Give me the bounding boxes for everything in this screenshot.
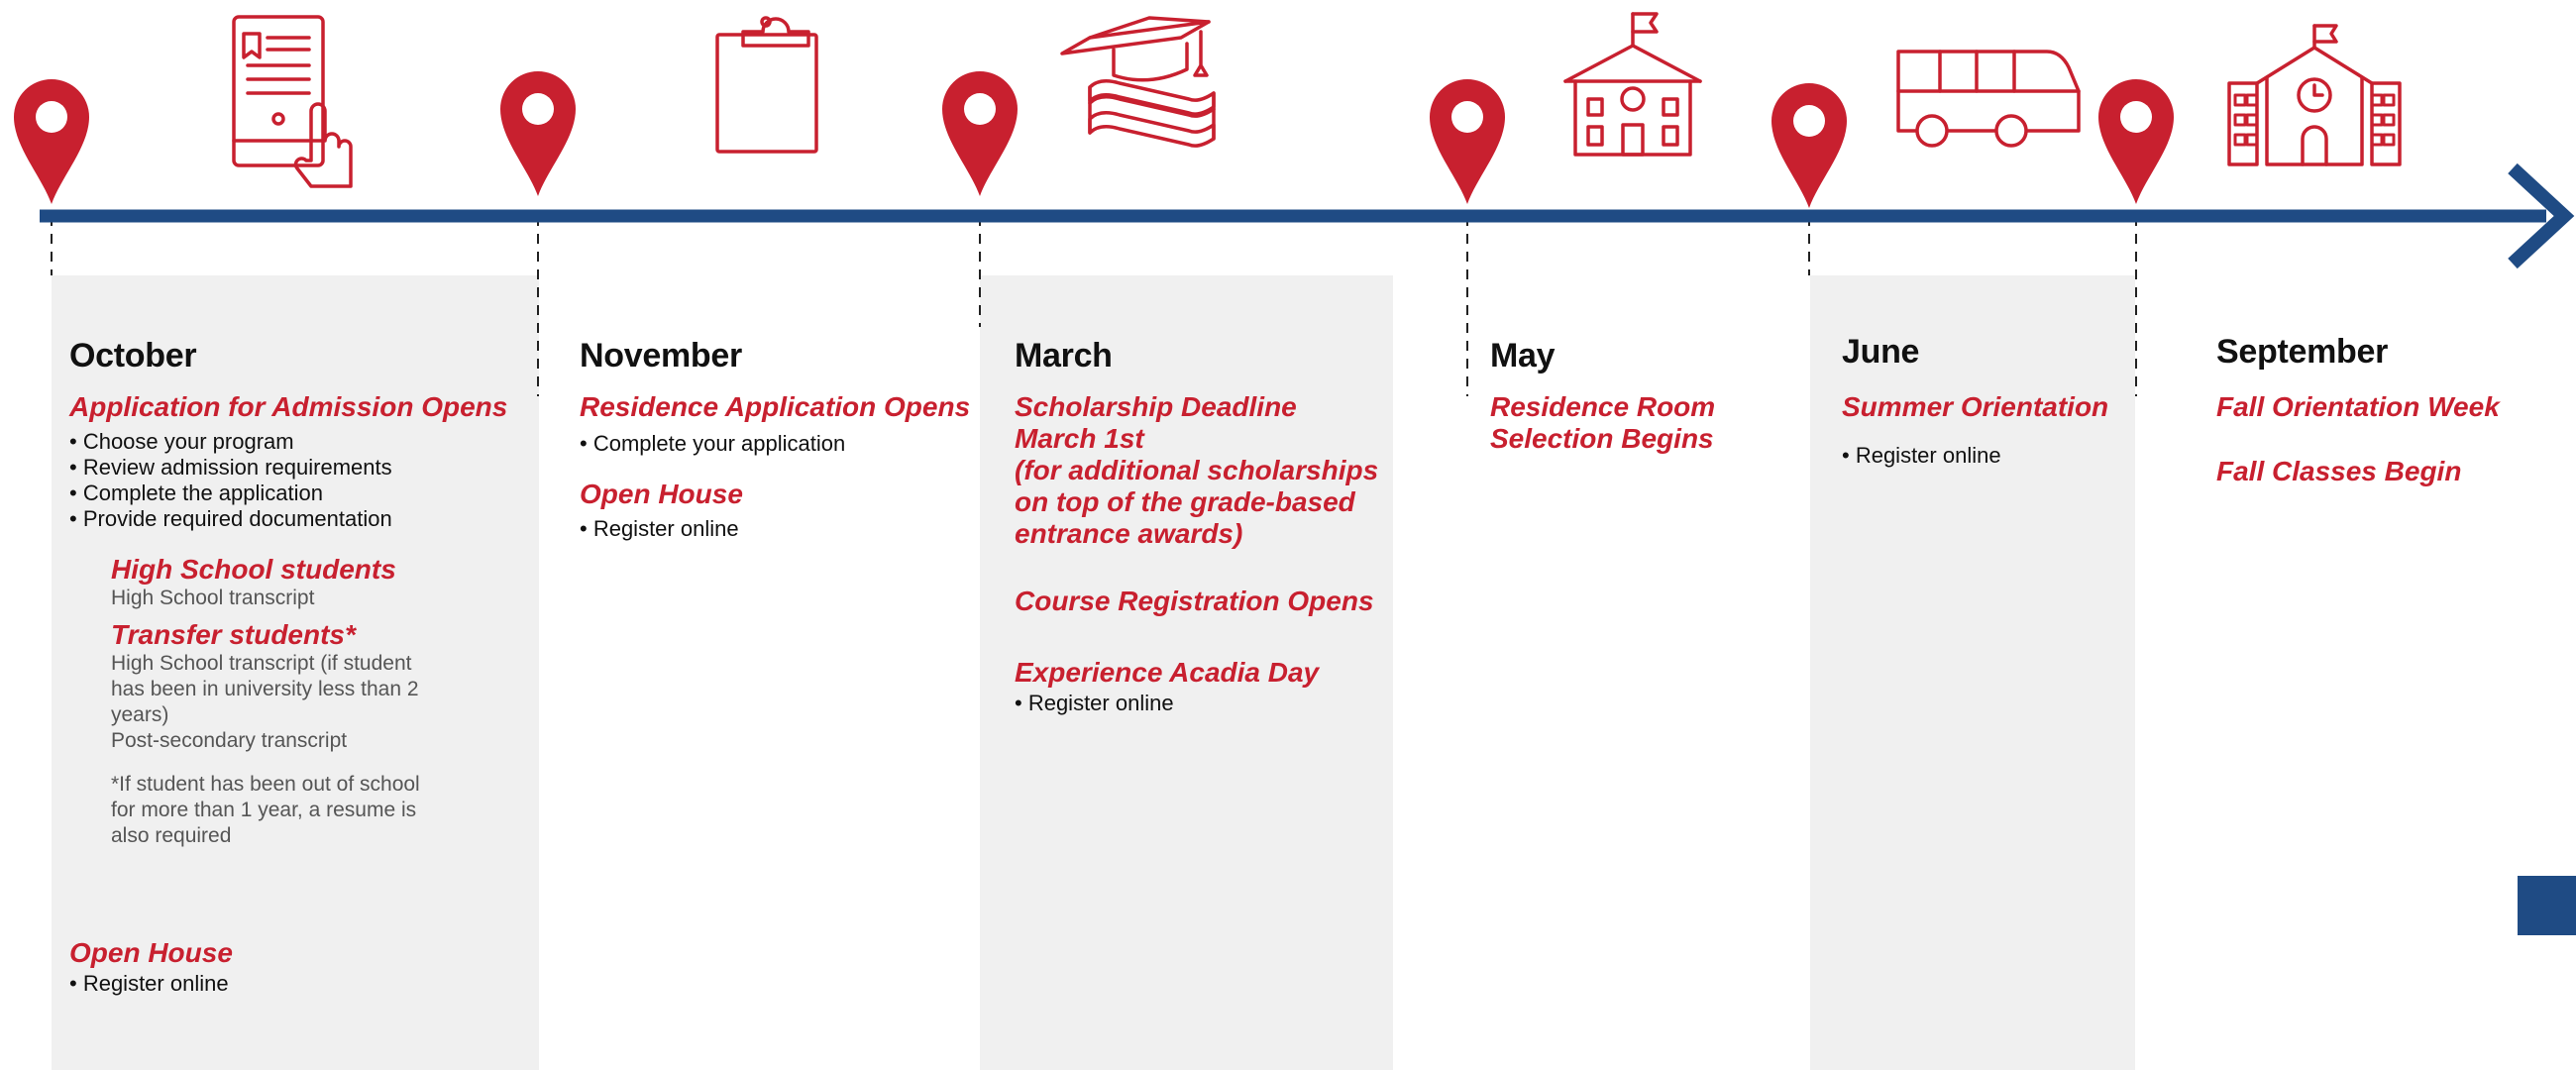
month-heading: June xyxy=(1842,333,1920,371)
high-school-text: High School transcript xyxy=(111,587,315,609)
event-title: Residence Application Opens xyxy=(580,391,971,422)
event-title: Application for Admission Opens xyxy=(69,391,508,422)
event-title: Fall Classes Begin xyxy=(2216,456,2462,486)
october-column: October Application for Admission Opens … xyxy=(69,337,535,849)
list-item: Choose your program xyxy=(69,429,535,455)
october-pin-icon xyxy=(14,79,89,204)
september-column: September Fall Orientation Week Fall Cla… xyxy=(2216,333,2553,487)
school-clock-icon xyxy=(2227,24,2402,166)
month-heading: May xyxy=(1490,337,1556,374)
october-panel xyxy=(52,275,539,1070)
event-title-line: Scholarship Deadline xyxy=(1015,391,1297,422)
march-panel xyxy=(980,275,1393,1070)
bullet-list: Choose your program Review admission req… xyxy=(69,429,535,532)
bus-icon xyxy=(1896,50,2081,148)
timeline-arrowhead xyxy=(2508,162,2575,269)
event-title-line: Residence Room xyxy=(1490,391,1716,422)
event-title: Fall Orientation Week xyxy=(2216,391,2500,422)
event-title-line: March 1st xyxy=(1015,423,1144,454)
list-item: Complete your application xyxy=(580,431,976,457)
event-title-line: Selection Begins xyxy=(1490,423,1714,454)
transfer-note: *If student has been out of school for m… xyxy=(111,773,420,847)
event-title: Summer Orientation xyxy=(1842,391,2109,422)
november-pin-icon xyxy=(500,71,576,196)
list-item: Review admission requirements xyxy=(69,455,535,481)
list-item: Register online xyxy=(1015,691,1391,716)
month-heading: March xyxy=(1015,337,1113,374)
may-pin-icon xyxy=(1430,79,1505,204)
list-item: Register online xyxy=(580,516,976,542)
list-item: Register online xyxy=(69,971,535,997)
bullet-list: Register online xyxy=(69,971,535,997)
june-panel xyxy=(1810,275,2135,1070)
bullet-list: Register online xyxy=(1015,691,1391,716)
event-title-line: entrance awards) xyxy=(1015,518,1243,549)
november-column: November Residence Application Opens Com… xyxy=(580,337,976,542)
september-pin-icon xyxy=(2098,79,2174,204)
course-registration-title: Course Registration Opens xyxy=(1015,586,1374,616)
bullet-list: Register online xyxy=(1842,443,2129,469)
transfer-text: High School transcript (if student has b… xyxy=(111,652,419,726)
march-column: March Scholarship Deadline March 1st (fo… xyxy=(1015,337,1391,716)
october-open-house: Open House Register online xyxy=(69,937,535,997)
dashed-connectors xyxy=(51,216,2137,396)
month-heading: October xyxy=(69,337,197,374)
room-selection-event: Residence Room Selection Begins xyxy=(1490,391,1787,455)
event-title-line: (for additional scholarships xyxy=(1015,455,1379,485)
tablet-tap-icon xyxy=(232,15,353,188)
bullet-list: Complete your application xyxy=(580,431,976,457)
march-pin-icon xyxy=(942,71,1018,196)
experience-day-title: Experience Acadia Day xyxy=(1015,657,1320,688)
month-heading: November xyxy=(580,337,742,374)
june-pin-icon xyxy=(1771,83,1847,208)
open-house-title: Open House xyxy=(580,479,743,509)
corner-square xyxy=(2518,876,2576,935)
bullet-list: Register online xyxy=(580,516,976,542)
event-title-line: on top of the grade-based xyxy=(1015,486,1355,517)
scholarship-event: Scholarship Deadline March 1st (for addi… xyxy=(1015,391,1391,550)
student-requirements: High School students High School transcr… xyxy=(111,554,448,849)
list-item: Provide required documentation xyxy=(69,506,535,532)
open-house-title: Open House xyxy=(69,937,233,968)
school-building-icon xyxy=(1563,12,1702,157)
list-item: Register online xyxy=(1842,443,2129,469)
may-column: May Residence Room Selection Begins xyxy=(1490,337,1787,455)
clipboard-icon xyxy=(715,16,818,154)
list-item: Complete the application xyxy=(69,481,535,506)
june-column: June Summer Orientation Register online xyxy=(1842,333,2129,469)
transfer-text-2: Post-secondary transcript xyxy=(111,729,348,752)
high-school-title: High School students xyxy=(111,554,396,585)
month-heading: September xyxy=(2216,333,2389,371)
graduation-books-icon xyxy=(1060,16,1216,148)
transfer-title: Transfer students* xyxy=(111,619,356,650)
